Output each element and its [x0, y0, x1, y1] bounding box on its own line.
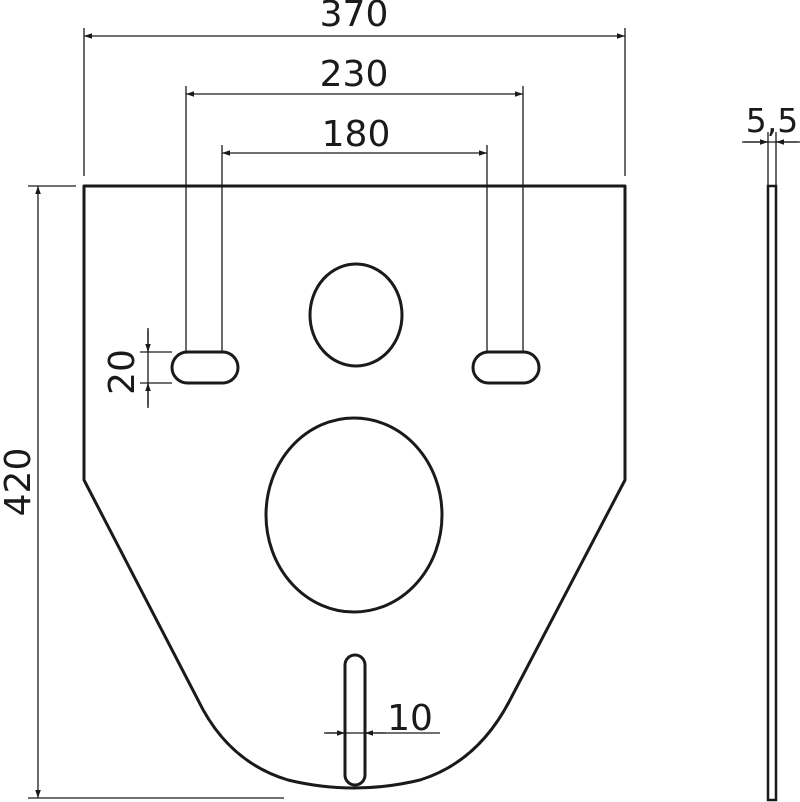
dim-label-width-total: 370	[320, 0, 389, 35]
dim-label-rail-inner: 180	[322, 114, 391, 155]
upper-oval-hole	[308, 262, 404, 368]
dim-label-height-total: 420	[0, 448, 39, 517]
dim-label-thickness: 5,5	[746, 101, 798, 140]
plate-outline	[82, 184, 627, 790]
side-profile	[766, 184, 778, 802]
lower-oval-hole	[264, 416, 444, 614]
dim-label-bottom-slot: 10	[387, 698, 433, 739]
dim-label-slot-height: 20	[102, 349, 143, 395]
left-mounting-slot	[170, 350, 240, 385]
dim-label-rail-outer: 230	[320, 54, 389, 95]
bottom-vertical-slot	[343, 653, 367, 787]
right-mounting-slot	[471, 350, 541, 385]
